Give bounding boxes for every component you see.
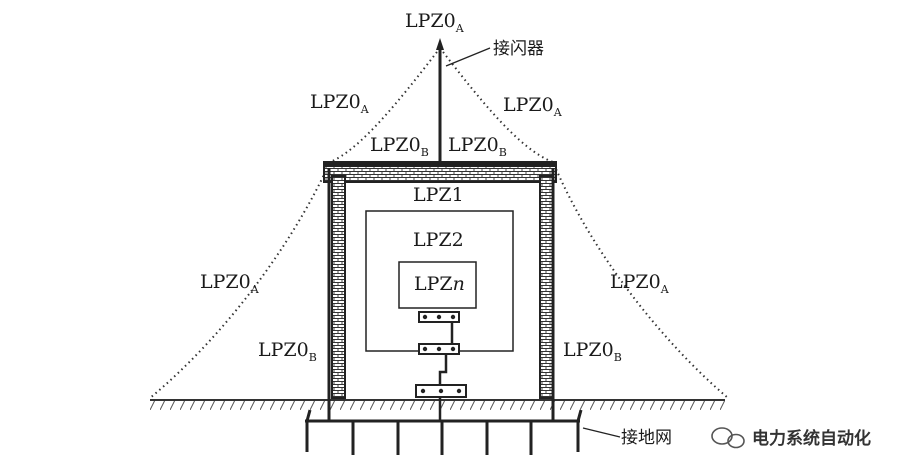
grounding-grid-leader — [582, 427, 621, 438]
label-lpz0b-right: LPZ0B — [563, 339, 622, 364]
protection-envelope-left — [149, 47, 441, 399]
watermark-text: 电力系统自动化 — [752, 428, 871, 449]
protection-envelope-right — [439, 47, 729, 399]
label-lpz0a-lower-right: LPZ0A — [610, 271, 670, 296]
bonding-conductors — [438, 322, 454, 420]
ground-hatching — [150, 401, 725, 410]
label-lpzn: LPZn — [414, 273, 465, 295]
label-lpz0a-upper-right: LPZ0A — [503, 94, 563, 119]
zone-lpzn-box — [398, 261, 477, 309]
label-lpz0b-left: LPZ0B — [258, 339, 317, 364]
label-lpz0a-lower-left: LPZ0A — [200, 271, 260, 296]
label-lpz0a-upper-left: LPZ0A — [310, 91, 370, 116]
air-terminal-tip — [436, 38, 444, 50]
label-grounding-grid: 接地网 — [621, 428, 672, 448]
label-lpz2: LPZ2 — [413, 229, 464, 251]
label-lpz0a-top: LPZ0A — [405, 10, 465, 35]
label-lpz1: LPZ1 — [413, 184, 464, 206]
air-terminal-leader — [445, 47, 491, 67]
roof-conductor — [324, 162, 556, 167]
ground-rods — [351, 421, 533, 455]
label-air-terminal: 接闪器 — [493, 39, 544, 59]
grounding-grid-ends — [305, 409, 583, 452]
label-lpz0b-roof-left: LPZ0B — [370, 134, 429, 159]
wechat-logo-icon — [711, 427, 745, 449]
left-wall — [331, 175, 346, 399]
label-lpz0b-roof-right: LPZ0B — [448, 134, 507, 159]
bonding-bolts — [420, 314, 462, 394]
right-wall — [539, 175, 554, 399]
